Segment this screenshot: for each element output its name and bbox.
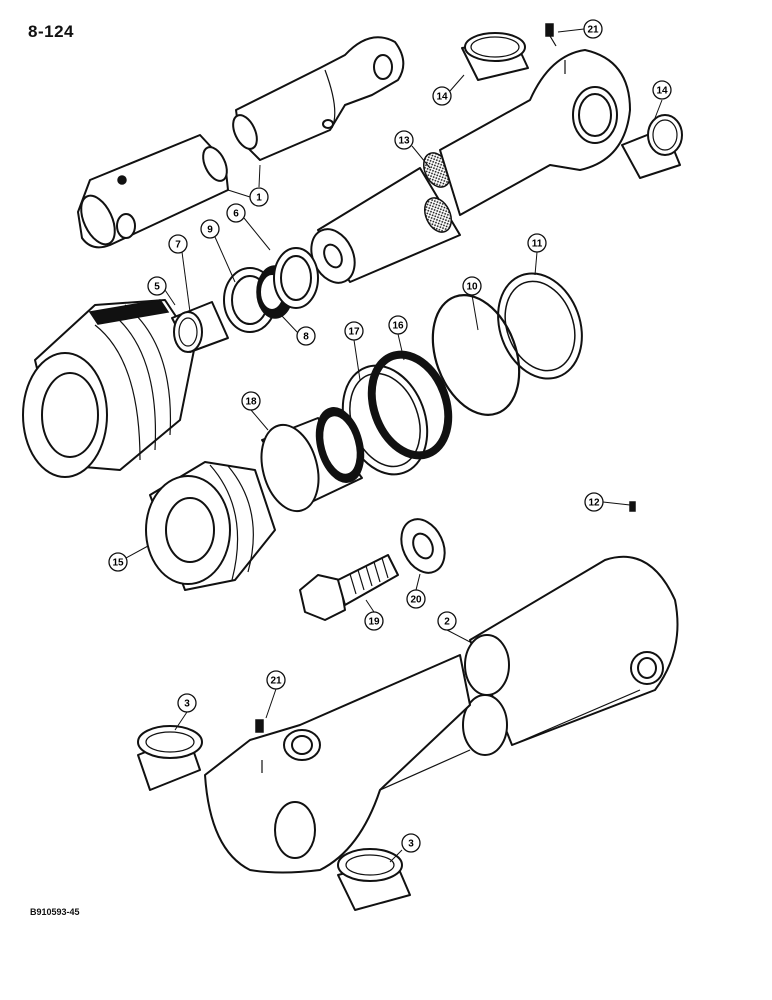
callout-circle	[296, 326, 316, 346]
callout-9: 9	[200, 219, 220, 239]
callout-5: 5	[147, 276, 167, 296]
piston-part-15	[145, 461, 276, 591]
page-number: 8-124	[28, 22, 74, 41]
callout-16: 16	[388, 315, 408, 335]
callout-circle	[527, 233, 547, 253]
callout-circle	[584, 492, 604, 512]
callout-number: 11	[532, 239, 543, 250]
callout-number: 14	[656, 86, 668, 97]
cylinder-tube-part-2	[204, 555, 679, 874]
callout-number: 8	[303, 332, 309, 343]
callout-circle	[432, 86, 452, 106]
callout-10: 10	[462, 276, 482, 296]
callout-circle	[364, 611, 384, 631]
leader-lines	[125, 28, 663, 863]
callout-number: 20	[410, 595, 422, 606]
callout-12: 12	[584, 492, 604, 512]
callout-number: 21	[270, 676, 282, 687]
callout-14: 14	[432, 86, 452, 106]
callout-11: 11	[527, 233, 547, 253]
callout-number: 15	[112, 558, 124, 569]
callout-number: 6	[233, 209, 239, 220]
callout-circle	[583, 19, 603, 39]
callout-number: 3	[184, 699, 190, 710]
callout-number: 13	[398, 136, 410, 147]
callout-18: 18	[241, 391, 261, 411]
callout-circle	[200, 219, 220, 239]
grease-fitting-part-21-bottom	[255, 719, 264, 733]
wiper-part-6	[273, 247, 319, 309]
callout-circle	[168, 234, 188, 254]
bushing-part-7	[171, 301, 229, 353]
callout-17: 17	[344, 321, 364, 341]
callout-circle	[406, 589, 426, 609]
rod-tube-part-13	[310, 49, 631, 284]
callout-circle	[241, 391, 261, 411]
backup-ring-part-11	[497, 272, 583, 380]
callout-15: 15	[108, 552, 128, 572]
callout-number: 18	[245, 397, 257, 408]
callout-8: 8	[296, 326, 316, 346]
callout-circle	[226, 203, 246, 223]
callout-number: 9	[207, 225, 213, 236]
callout-19: 19	[364, 611, 384, 631]
callout-circle	[147, 276, 167, 296]
callout-13: 13	[394, 130, 414, 150]
callout-number: 5	[154, 282, 160, 293]
callout-circle	[249, 187, 269, 207]
callout-circle	[652, 80, 672, 100]
callout-number: 2	[444, 617, 450, 628]
bolt-part-19	[299, 554, 399, 621]
piston-rod-part-1	[77, 36, 405, 249]
bushing-part-14-top	[461, 32, 529, 81]
callout-1: 1	[249, 187, 269, 207]
callout-number: 19	[368, 617, 380, 628]
callout-20: 20	[406, 589, 426, 609]
bushing-part-3-bottom	[337, 848, 411, 911]
callout-circle	[462, 276, 482, 296]
callout-circle	[177, 693, 197, 713]
bushing-part-3-left	[137, 725, 203, 791]
callout-7: 7	[168, 234, 188, 254]
callout-number: 3	[408, 839, 414, 850]
washer-part-20	[400, 518, 446, 574]
callout-number: 7	[175, 240, 181, 251]
callout-3: 3	[401, 833, 421, 853]
callout-14: 14	[652, 80, 672, 100]
callout-number: 21	[587, 25, 599, 36]
callout-circle	[437, 611, 457, 631]
callout-21: 21	[266, 670, 286, 690]
callout-3: 3	[177, 693, 197, 713]
callout-number: 17	[348, 327, 360, 338]
screw-part-12	[629, 501, 636, 512]
callout-circle	[401, 833, 421, 853]
callout-circle	[344, 321, 364, 341]
callout-number: 1	[256, 193, 262, 204]
callout-21: 21	[583, 19, 603, 39]
callout-number: 12	[588, 498, 600, 509]
bushing-part-14-right	[621, 114, 683, 179]
callout-number: 14	[436, 92, 448, 103]
callout-2: 2	[437, 611, 457, 631]
callout-number: 10	[466, 282, 478, 293]
callout-circle	[266, 670, 286, 690]
callout-circle	[108, 552, 128, 572]
cylinder-head-part-5	[22, 299, 196, 478]
callout-circle	[388, 315, 408, 335]
grease-fitting-part-21-top	[545, 23, 557, 47]
o-ring-part-10	[431, 294, 521, 416]
callout-circle	[394, 130, 414, 150]
callout-number: 16	[392, 321, 404, 332]
callout-6: 6	[226, 203, 246, 223]
figure-code: B910593-45	[30, 907, 80, 917]
piston-ring-part-16	[367, 350, 453, 460]
wear-ring-part-18	[260, 407, 365, 513]
